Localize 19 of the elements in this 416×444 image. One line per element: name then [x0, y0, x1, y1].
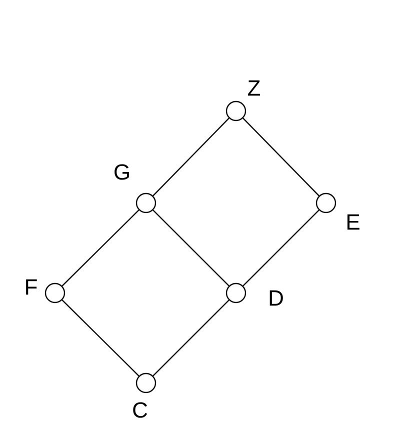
edge-line [62, 210, 140, 286]
vertex-label: D [270, 290, 283, 306]
edge-line [242, 118, 320, 196]
vertex-label: F [26, 279, 37, 295]
vertex-label: Z [248, 80, 260, 96]
edge-line [152, 210, 230, 286]
vertex-circle [226, 100, 246, 122]
edge-line [152, 300, 230, 376]
vertex-label: E [347, 214, 360, 230]
vertex-circle [44, 282, 66, 304]
edge-line [152, 118, 230, 196]
vertex-circle [136, 372, 156, 394]
vertex-label: C [133, 402, 148, 418]
vertex-label: G [114, 164, 129, 180]
edge-line [62, 300, 140, 376]
vertex-circle [316, 192, 336, 214]
vertex-circle [226, 282, 246, 304]
edge-line [242, 210, 320, 286]
vertex-circle [136, 192, 156, 214]
